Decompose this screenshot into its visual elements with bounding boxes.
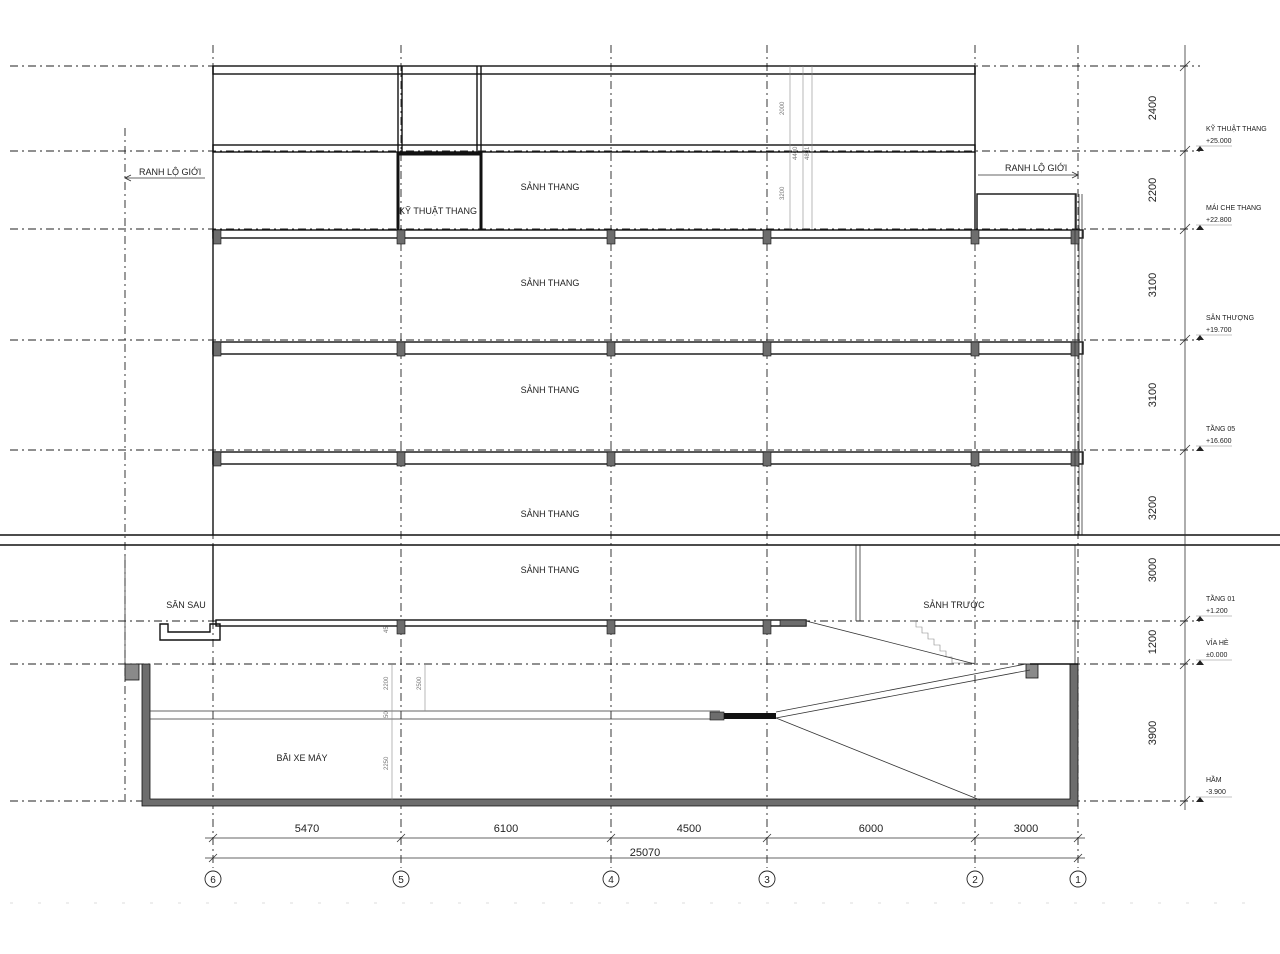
room-label-bai-xe-may: BÃI XE MÁY [276,753,327,763]
height-dim-3100-a: 3100 [1147,273,1159,297]
span-dim-4500: 4500 [677,823,701,835]
svg-text:VỈA HÈ: VỈA HÈ [1206,638,1229,647]
height-dim-3100-b: 3100 [1147,383,1159,407]
svg-text:5: 5 [398,875,404,886]
break-line [0,534,1280,546]
grid-bubble-2: 2 [966,870,984,888]
span-dim-6100: 6100 [494,823,518,835]
room-label-sanh-thang-3: SẢNH THANG [521,508,580,519]
dim-4400: 4400 [793,146,799,160]
level-tag-ky-thuat-thang: KỸ THUẬT THANG +25.000 [1196,124,1267,151]
span-dimension-chain: 5470 6100 4500 6000 3000 25070 [205,823,1085,863]
dim-2500: 2500 [417,676,423,690]
span-dim-5470: 5470 [295,823,319,835]
span-dim-6000: 6000 [859,823,883,835]
height-dim-2400: 2400 [1147,96,1159,120]
svg-text:HẦM: HẦM [1206,774,1222,784]
room-label-sanh-thang-4: SẢNH THANG [521,564,580,575]
svg-text:MÁI CHE THANG: MÁI CHE THANG [1206,203,1262,212]
svg-text:TẦNG 05: TẦNG 05 [1206,423,1235,433]
dim-2000: 2000 [780,101,786,115]
grid-bubble-1: 1 [1069,870,1087,888]
level-tag-tang-01: TẦNG 01 +1.200 [1196,593,1235,621]
svg-text:+16.600: +16.600 [1206,438,1232,445]
dim-45: 45 [384,626,390,633]
exterior-walls [212,194,1083,664]
span-dim-3000: 3000 [1014,823,1038,835]
grid-bubble-3: 3 [758,870,776,888]
grid-bubbles: 6 5 4 3 2 1 [204,870,1087,888]
svg-text:+25.000: +25.000 [1206,138,1232,145]
dim-3200: 3200 [780,186,786,200]
room-label-ky-thuat-thang: KỸ THUẬT THANG [399,206,477,216]
dim-4801: 4801 [805,146,811,160]
svg-text:3: 3 [764,875,770,886]
grid-bubble-5: 5 [392,870,410,888]
span-dim-total: 25070 [630,847,661,859]
height-dim-3200: 3200 [1147,496,1159,520]
level-tag-mai-che-thang: MÁI CHE THANG +22.800 [1196,203,1262,230]
height-dim-2200: 2200 [1147,178,1159,202]
room-labels: SẢNH THANG KỸ THUẬT THANG SẢNH THANG SẢN… [166,181,985,763]
level-tag-tang-05: TẦNG 05 +16.600 [1196,423,1235,451]
dim-2250: 2250 [384,756,390,770]
roof-frame: 2000 4400 4801 3200 [212,65,1077,234]
level-tag-via-he: VỈA HÈ ±0.000 [1196,638,1232,665]
svg-text:4: 4 [608,875,614,886]
height-dim-3900: 3900 [1147,721,1159,745]
svg-text:1: 1 [1075,875,1081,886]
level-tags: KỸ THUẬT THANG +25.000 MÁI CHE THANG +22… [1196,124,1267,802]
rear-yard [124,555,221,662]
grid-bubble-6: 6 [204,870,222,888]
basement: 2200 2500 2250 50 45 [124,626,1079,807]
ranh-lo-gioi-right-label: RANH LỘ GIỚI [1005,163,1067,173]
room-label-sanh-thang-2: SẢNH THANG [521,384,580,395]
room-label-san-sau: SÂN SAU [166,600,206,610]
grid-bubble-4: 4 [602,870,620,888]
height-dimension-chain: 2400 2200 3100 3100 3200 3000 1200 3900 [1147,45,1191,810]
svg-text:+19.700: +19.700 [1206,327,1232,334]
dim-50: 50 [384,711,390,718]
height-dim-1200: 1200 [1147,630,1159,654]
ranh-lo-gioi-left-label: RANH LỘ GIỚI [139,167,201,177]
svg-text:6: 6 [210,875,216,886]
level-tag-san-thuong: SÂN THƯỢNG +19.700 [1196,313,1254,340]
ranh-lo-gioi-left-marker: RANH LỘ GIỚI [124,167,205,182]
dim-2200: 2200 [384,676,390,690]
svg-text:2: 2 [972,875,978,886]
height-dim-3000: 3000 [1147,558,1159,582]
svg-text:±0.000: ±0.000 [1206,652,1227,659]
level-tag-ham: HẦM -3.900 [1196,774,1232,802]
floor-slabs [212,229,1084,627]
svg-text:TẦNG 01: TẦNG 01 [1206,593,1235,603]
room-label-sanh-truoc: SẢNH TRƯỚC [923,599,985,610]
svg-text:KỸ THUẬT THANG: KỸ THUẬT THANG [1206,124,1267,133]
svg-text:SÂN THƯỢNG: SÂN THƯỢNG [1206,313,1254,322]
ranh-lo-gioi-right-marker: RANH LỘ GIỚI [978,163,1079,179]
room-label-sanh-thang-1: SẢNH THANG [521,277,580,288]
svg-text:-3.900: -3.900 [1206,789,1226,796]
room-label-sanh-thang-roof: SẢNH THANG [521,181,580,192]
front-stairs [805,620,976,665]
svg-text:+1.200: +1.200 [1206,608,1228,615]
svg-text:+22.800: +22.800 [1206,217,1232,224]
slab-beams [212,229,1080,635]
